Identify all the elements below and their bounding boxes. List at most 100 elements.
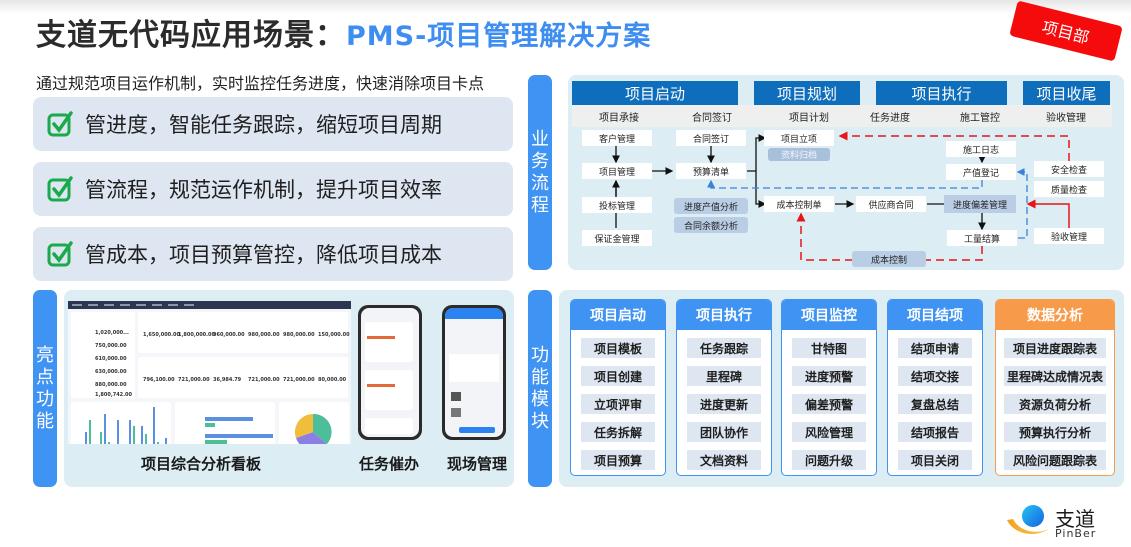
modules-side-label: 功能模块 [528,290,552,487]
hbar-chart-card [175,402,275,444]
module-item: 项目预算 [581,450,655,470]
module-item: 偏差预警 [792,394,866,414]
benefit-item: 管流程，规范运作机制，提升项目效率 [33,162,513,216]
module-column: 项目执行任务跟踪里程碑进度更新团队协作文档资料 [676,299,772,476]
benefit-text: 管流程，规范运作机制，提升项目效率 [85,178,442,202]
bar-chart-card [71,402,171,444]
top-fade [0,0,1131,14]
hbar-chart-thumbnail [205,417,273,444]
substep-label: 项目计划 [789,113,829,124]
flow-node: 合同余额分析 [674,217,748,233]
flow-node: 质量检查 [1034,181,1104,197]
module-column: 项目结项结项申请结项交接复盘总结结项报告项目关闭 [887,299,983,476]
module-item: 里程碑达成情况表 [1004,366,1106,386]
overview-value: 630,000.00 [95,369,127,375]
flow-node: 进度偏差管理 [944,195,1016,213]
logo-name: 支道 [1055,507,1095,531]
dashboard-caption: 项目综合分析看板 [141,455,262,473]
module-item: 风险问题跟踪表 [1004,450,1106,470]
flow-node: 投标管理 [582,197,652,213]
module-item: 任务拆解 [581,422,655,442]
income-value: 1,650,000.00 [143,332,181,338]
benefit-item: 管进度，智能任务跟踪，缩短项目周期 [33,97,513,151]
module-column: 项目启动项目模板项目创建立项评审任务拆解项目预算 [570,299,666,476]
module-header: 项目启动 [571,300,665,330]
module-item: 资源负荷分析 [1004,394,1106,414]
expense-value: 721,000.00 [178,377,210,383]
overview-value: 610,000.00 [95,356,127,362]
title-main: 支道无代码应用场景： [36,18,346,53]
module-item: 任务跟踪 [687,338,761,358]
checkbox-checked-icon [47,176,73,202]
income-value: 980,000.00 [283,332,315,338]
income-card: 1,650,000.00 1,800,000.00 960,000.00 980… [138,312,350,353]
benefit-text: 管成本，项目预算管控，降低项目成本 [85,243,442,267]
expense-value: 36,984.79 [213,377,242,383]
flow-node: 项目立项 [764,130,834,146]
flow-node: 安全检查 [1034,161,1104,177]
brand-logo: 支道 PinBer [1005,503,1095,543]
flow-node: 进度产值分析 [674,198,748,214]
expense-value: 721,000.00 [248,377,280,383]
substep-label: 验收管理 [1046,113,1086,124]
module-item: 文档资料 [687,450,761,470]
expense-value: 721,000.00 [283,377,315,383]
overview-card: 1,020,000... 750,000.00 610,000.00 630,0… [71,312,135,398]
overview-value: 1,020,000... [95,330,129,336]
expense-value: 80,000.00 [318,377,347,383]
highlights-side-label-text: 亮点功能 [36,344,54,432]
module-header: 项目执行 [677,300,771,330]
module-item: 项目关闭 [898,450,972,470]
checkbox-checked-icon [47,241,73,267]
income-value: 1,800,000.00 [178,332,216,338]
overview-value: 1,800,742.00 [95,392,133,398]
module-item: 项目进度跟踪表 [1004,338,1106,358]
module-item: 复盘总结 [898,394,972,414]
bar-chart-thumbnail [85,407,167,444]
substep-label: 项目承接 [599,113,639,124]
income-value: 150,000.00 [318,332,350,338]
module-column: 数据分析项目进度跟踪表里程碑达成情况表资源负荷分析预算执行分析风险问题跟踪表 [995,299,1115,476]
expense-card: 796,100.00 721,000.00 36,984.79 721,000.… [138,357,348,398]
module-item: 预算执行分析 [1004,422,1106,442]
module-item: 结项报告 [898,422,972,442]
pie-chart-thumbnail [294,413,332,444]
module-item: 项目创建 [581,366,655,386]
benefit-item: 管成本，项目预算管控，降低项目成本 [33,227,513,281]
substep-label: 施工管控 [960,113,1000,124]
module-item: 风险管理 [792,422,866,442]
module-item: 进度更新 [687,394,761,414]
income-value: 960,000.00 [213,332,245,338]
modules-side-label-text: 功能模块 [531,344,549,432]
phone-mockup-task [358,305,422,440]
page-title: 支道无代码应用场景：PMS-项目管理解决方案 [36,10,651,54]
module-header: 项目监控 [782,300,876,330]
title-sub: PMS-项目管理解决方案 [346,21,652,52]
logo-en: PinBer [1055,527,1097,540]
overview-value: 750,000.00 [95,343,127,349]
dashboard-thumbnail: 1,020,000... 750,000.00 610,000.00 630,0… [68,301,351,444]
substep-label: 合同签订 [692,113,732,124]
flow-node: 保证金管理 [582,230,652,246]
phone-mockup-site [442,305,506,440]
tagline: 通过规范项目运作机制，实时监控任务进度，快速消除项目卡点 [36,74,485,93]
checkbox-checked-icon [47,111,73,137]
module-column: 项目监控甘特图进度预警偏差预警风险管理问题升级 [781,299,877,476]
phone-screen [361,308,419,437]
benefit-text: 管进度，智能任务跟踪，缩短项目周期 [85,113,442,137]
substep-label: 任务进度 [870,113,910,124]
module-item: 结项交接 [898,366,972,386]
phone2-caption: 现场管理 [447,455,508,473]
pie-chart-card [279,402,349,444]
module-item: 里程碑 [687,366,761,386]
process-side-label: 业务流程 [528,75,552,270]
flow-node: 预算清单 [676,163,746,179]
module-item: 结项申请 [898,338,972,358]
flow-node: 验收管理 [1034,228,1104,244]
module-item: 进度预警 [792,366,866,386]
pinber-logo-icon [1007,505,1049,535]
module-item: 项目模板 [581,338,655,358]
phase-header: 项目规划 [754,81,860,105]
overview-value: 880,000.00 [95,382,127,388]
flow-node: 成本控制 [852,251,926,267]
